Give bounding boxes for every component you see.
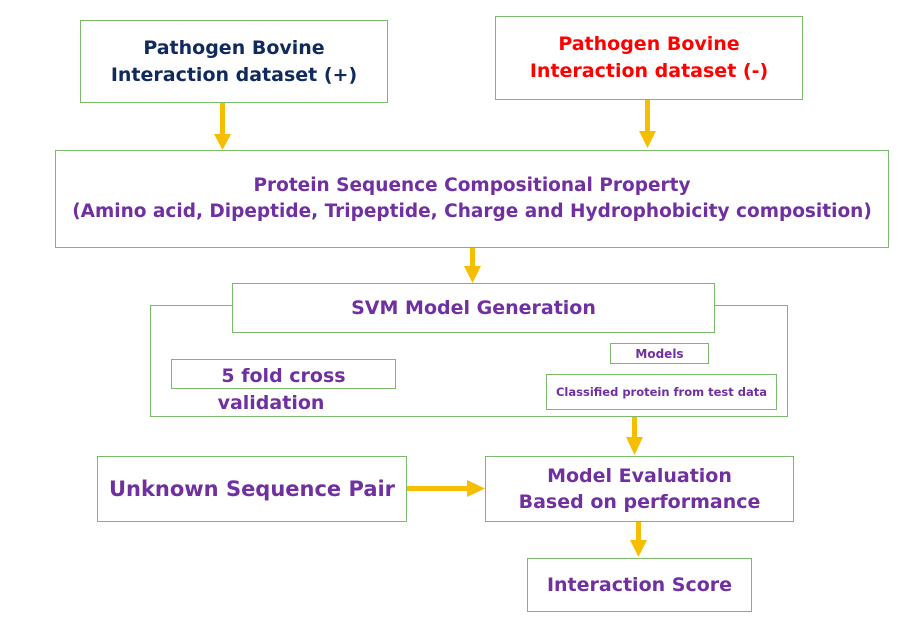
arrow-negative-to-composition-shaft [645,100,650,133]
arrow-evaluation-to-score-shaft [636,522,641,542]
compositional-property-box: Protein Sequence Compositional Property … [55,150,889,248]
cross-validation-line2: validation [217,392,325,414]
compositional-title: Protein Sequence Compositional Property [253,175,691,196]
arrow-svm-to-evaluation-shaft [632,417,637,439]
negative-dataset-line1: Pathogen Bovine [558,33,740,55]
interaction-score-label: Interaction Score [546,574,733,596]
unknown-sequence-pair-box: Unknown Sequence Pair [97,456,407,522]
compositional-details: (Amino acid, Dipeptide, Tripeptide, Char… [72,201,872,222]
classified-protein-label: Classified protein from test data [555,385,768,399]
arrow-composition-to-svm-head [464,266,481,283]
arrow-positive-to-composition-head [214,134,231,150]
models-box: Models [610,343,709,364]
arrow-svm-to-evaluation-head [626,437,643,455]
svm-title: SVM Model Generation [351,297,596,319]
positive-dataset-line1: Pathogen Bovine [143,36,325,59]
model-evaluation-box: Model Evaluation Based on performance [485,456,794,522]
negative-dataset-box: Pathogen Bovine Interaction dataset (-) [495,16,803,100]
unknown-sequence-pair-label: Unknown Sequence Pair [108,477,396,501]
arrow-positive-to-composition-shaft [220,103,225,136]
model-evaluation-line2: Based on performance [518,491,761,513]
arrow-negative-to-composition-head [639,131,656,148]
arrow-unknown-to-evaluation-head [467,480,485,497]
arrow-composition-to-svm-shaft [470,248,475,268]
models-label: Models [635,346,684,361]
cross-validation-label: 5 fold cross validation [171,363,396,417]
cross-validation-line1: 5 fold cross [221,365,346,387]
cross-validation-box [171,359,396,389]
model-evaluation-line1: Model Evaluation [547,465,732,487]
svm-title-box: SVM Model Generation [232,283,715,333]
classified-protein-box: Classified protein from test data [546,374,777,410]
positive-dataset-box: Pathogen Bovine Interaction dataset (+) [80,20,388,103]
arrow-evaluation-to-score-head [630,540,647,557]
negative-dataset-line2: Interaction dataset (-) [529,60,769,82]
arrow-unknown-to-evaluation-shaft [407,486,469,491]
positive-dataset-line2: Interaction dataset (+) [110,63,358,86]
interaction-score-box: Interaction Score [527,558,752,612]
